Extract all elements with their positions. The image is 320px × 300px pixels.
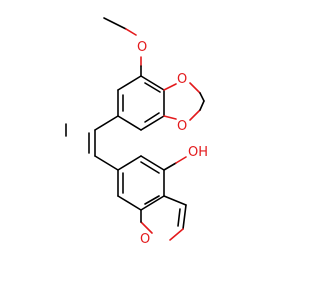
methoxy-group: O: [103, 17, 147, 77]
furan-oxygen-label: O: [140, 232, 150, 247]
methoxy-oxygen-label: O: [137, 40, 147, 55]
dioxole-bond-bottom-ring: [163, 115, 177, 120]
lower-ring-bond-2: [140, 155, 165, 171]
dioxole-bond-top-ch2: [189, 82, 201, 94]
dioxole-ch2-stub: [199, 92, 205, 102]
furan-double-c2-c3: [177, 208, 181, 227]
furan-bond-o-c7a: [140, 221, 153, 234]
lower-benzene-ring: [117, 155, 165, 211]
dioxole-bond-bottom-ch2: [189, 109, 201, 121]
lower-ring-bond-4: [140, 195, 165, 211]
lower-ring-bond-5: [117, 195, 142, 211]
dioxole-ch2-stub-2: [199, 100, 205, 111]
furan-bond-o-c2: [169, 228, 184, 241]
hydroxyl-o-bond: [175, 156, 187, 164]
methoxy-o-bond-left: [125, 28, 137, 36]
hydroxyl-ring-bond: [163, 162, 177, 171]
hydroxyl-group: OH: [163, 145, 208, 171]
furan-bond-c2-c3: [182, 204, 187, 230]
vinyl-linker: [65, 115, 119, 171]
lower-ring-double-1: [140, 161, 160, 174]
dioxole-oxygen-bottom-label: O: [177, 119, 187, 134]
upper-ring-bond-4: [117, 115, 142, 131]
upper-ring-double-2: [144, 112, 160, 123]
chemical-structure-diagram: O O O: [65, 17, 208, 247]
hydroxyl-label: OH: [188, 145, 208, 160]
lower-ring-bond-1: [117, 155, 142, 171]
vinyl-bond-lower: [94, 155, 119, 171]
furan-ring: O: [140, 195, 187, 247]
upper-ring-bond-3: [140, 115, 165, 131]
upper-ring-bond-6: [117, 75, 142, 91]
upper-benzene-ring: [117, 75, 165, 131]
vinyl-bond-upper: [94, 115, 119, 131]
dioxole-bond-top-ring: [163, 83, 177, 91]
upper-ring-bond-1: [140, 75, 165, 91]
upper-ring-double-1: [144, 82, 161, 93]
furan-bond-c3-c3a: [163, 195, 187, 206]
methyl-bond: [103, 17, 127, 30]
dioxole-oxygen-top-label: O: [177, 72, 187, 87]
lower-ring-double-3: [144, 195, 160, 205]
dioxole-ring: O O: [163, 72, 205, 134]
